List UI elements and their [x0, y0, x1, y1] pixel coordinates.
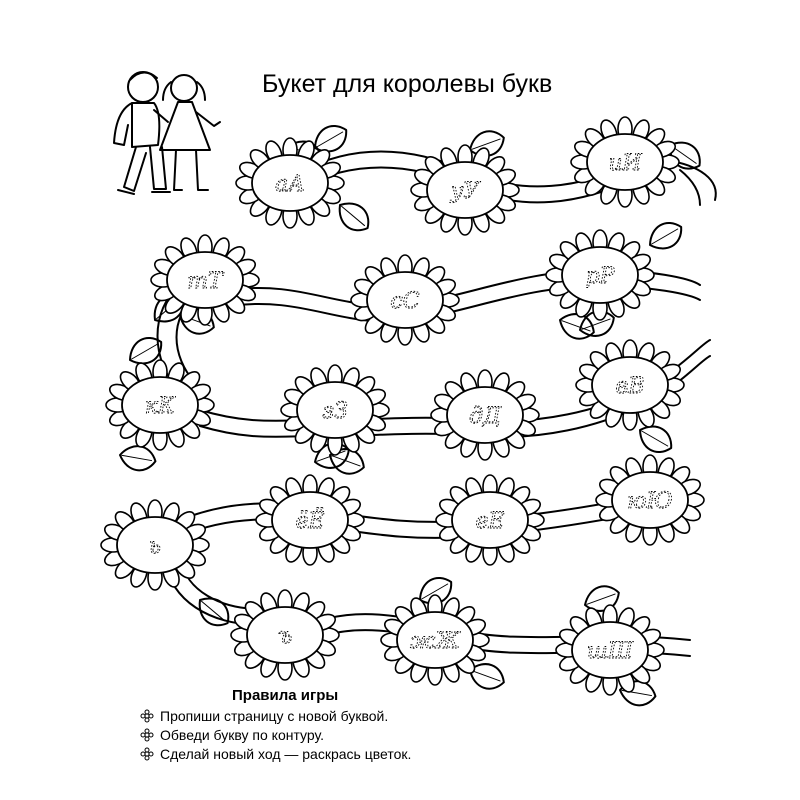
flower-center — [586, 133, 664, 191]
flower-14: юЮ — [595, 454, 705, 546]
flower-16: жЖ — [380, 594, 490, 686]
flower-3: иИ — [570, 116, 680, 208]
cursive-letters: дД — [469, 404, 502, 429]
flower-4: тТ — [150, 234, 260, 326]
flower-center — [591, 356, 669, 414]
flower-bullet-icon — [140, 728, 154, 741]
leaf-icon — [559, 313, 595, 340]
ribbon-segment — [229, 285, 701, 323]
flower-2: уУ — [410, 144, 520, 236]
leaf-icon — [469, 663, 505, 690]
flower-center — [426, 161, 504, 219]
rule-text: Обведи букву по контуру. — [160, 726, 324, 743]
cursive-letters: аА — [275, 172, 305, 197]
flower-5: сС — [350, 254, 460, 346]
rule-item: Обведи букву по контуру. — [140, 725, 411, 744]
leaf-icon — [338, 202, 370, 232]
flower-center — [571, 621, 649, 679]
flower-center — [116, 516, 194, 574]
rule-text: Сделай новый ход — раскрась цветок. — [160, 745, 412, 762]
flower-center — [271, 491, 349, 549]
flower-1: аА — [235, 137, 345, 229]
flower-13: еЕ — [435, 474, 545, 566]
rules-list: Пропиши страницу с новой буквой. Обведи … — [140, 706, 411, 763]
leaf-icon — [314, 125, 348, 153]
flower-center — [121, 376, 199, 434]
rule-text: Пропиши страницу с новой буквой. — [160, 707, 389, 724]
ribbon-segment — [179, 510, 651, 539]
cursive-letters: юЮ — [627, 489, 673, 514]
leaf-icon — [584, 585, 620, 612]
flower-15: ъ — [230, 589, 340, 681]
flower-12: ёЁ — [255, 474, 365, 566]
ribbon-segment — [679, 169, 701, 206]
flower-10: вВ — [575, 339, 685, 431]
leaf-icon — [198, 597, 230, 627]
flower-center — [251, 154, 329, 212]
flower-center — [561, 246, 639, 304]
cursive-letters: шШ — [587, 639, 634, 664]
cursive-letters: ь — [149, 534, 161, 559]
flower-8: зЗ — [280, 364, 390, 456]
flower-center — [611, 471, 689, 529]
flower-7: кК — [105, 359, 215, 451]
flowers: аА уУ иИ тТ сС рР кК зЗ дД вВ ь ёЁ еЕ юЮ ъ жЖ шШ — [100, 116, 705, 696]
cursive-letters: жЖ — [410, 629, 461, 654]
cursive-letters: сС — [390, 289, 419, 314]
cursive-letters: рР — [586, 264, 616, 289]
cursive-letters: еЕ — [475, 509, 504, 534]
cursive-letters: уУ — [450, 179, 482, 204]
page-title: Букет для королевы букв — [262, 70, 553, 98]
flower-center — [366, 271, 444, 329]
leaf-icon — [579, 310, 615, 337]
rules-heading: Правила игры — [232, 687, 339, 704]
rule-item: Сделай новый ход — раскрась цветок. — [140, 744, 411, 763]
ribbon-segment — [179, 494, 651, 523]
flower-bullet-icon — [140, 709, 154, 722]
leaf-icon — [639, 425, 673, 453]
cursive-letters: кК — [145, 394, 176, 419]
cursive-letters: вВ — [616, 374, 645, 399]
flower-11: ь — [100, 499, 210, 591]
flower-17: шШ — [555, 604, 665, 696]
cursive-letters: тТ — [187, 269, 225, 294]
children-walking-icon — [113, 71, 221, 195]
flower-9: дД — [430, 369, 540, 461]
flower-center — [296, 381, 374, 439]
rule-item: Пропиши страницу с новой буквой. — [140, 706, 411, 725]
flower-center — [451, 491, 529, 549]
flower-center — [246, 606, 324, 664]
leaf-icon — [119, 445, 157, 472]
flower-center — [396, 611, 474, 669]
flower-6: рР — [545, 229, 655, 321]
cursive-letters: ёЁ — [295, 507, 324, 534]
cursive-letters: зЗ — [322, 399, 348, 424]
cursive-letters: иИ — [608, 151, 642, 176]
leaf-icon — [649, 222, 683, 250]
flower-center — [166, 251, 244, 309]
flower-bullet-icon — [140, 747, 154, 760]
flower-center — [446, 386, 524, 444]
cursive-letters: ъ — [278, 624, 293, 649]
